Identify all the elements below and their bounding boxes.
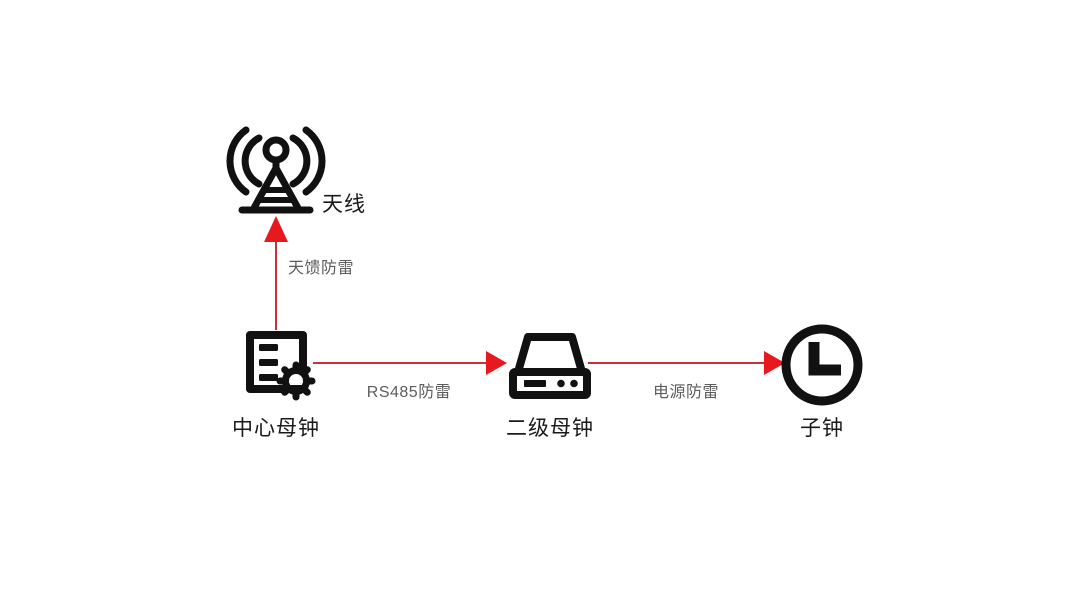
- device-base: [509, 368, 591, 399]
- antenna-arc-left-inner: [241, 134, 263, 188]
- device-box-icon: [509, 333, 591, 399]
- node-label-center-master-clock: 中心母钟: [232, 417, 320, 440]
- antenna-emitter-dot: [262, 136, 290, 164]
- server-gear: [276, 361, 316, 401]
- edge-antenna-feeder-arrow: [264, 216, 288, 330]
- server-bar-2: [259, 359, 278, 366]
- edge-label-rs485: RS485防雷: [366, 384, 452, 401]
- device-led-2: [570, 379, 578, 388]
- node-label-antenna: 天线: [322, 193, 366, 216]
- clock-icon: [781, 324, 863, 406]
- clock-hands: [808, 342, 841, 376]
- edge-label-power: 电源防雷: [652, 384, 720, 401]
- device-shell-top: [514, 333, 586, 376]
- edge-power-arrow: [588, 351, 785, 375]
- server-gear-icon: [246, 331, 316, 401]
- antenna-arc-right-outer: [302, 126, 326, 196]
- clock-face-ring: [781, 324, 863, 406]
- device-led-1: [557, 379, 565, 388]
- server-bar-3: [259, 374, 278, 381]
- edge-rs485-arrow: [313, 351, 507, 375]
- node-label-secondary-master-clock: 二级母钟: [506, 417, 594, 440]
- antenna-arc-left-outer: [226, 126, 250, 196]
- device-panel-slot: [524, 380, 546, 387]
- antenna-arc-right-inner: [289, 134, 311, 188]
- edge-rs485-arrowhead: [486, 351, 507, 375]
- antenna-tower-icon: [226, 126, 326, 214]
- edge-label-antenna-feeder: 天馈防雷: [288, 260, 355, 277]
- edge-power-arrowhead: [764, 351, 785, 375]
- edge-antenna-feeder-arrowhead: [264, 216, 288, 242]
- server-bar-1: [259, 344, 278, 351]
- server-rack-outline: [246, 331, 307, 393]
- node-label-sub-clock: 子钟: [800, 417, 844, 440]
